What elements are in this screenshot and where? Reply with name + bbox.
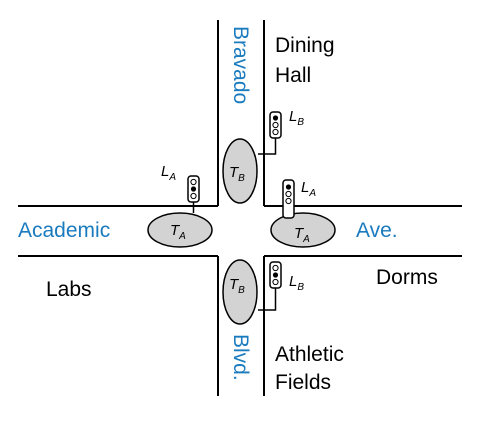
light-lamp-off: [190, 178, 197, 186]
light-pole: [258, 288, 277, 311]
light-lamp-on: [272, 272, 279, 278]
place-label-athletic: Athletic: [275, 343, 344, 366]
place-label-labs: Labs: [46, 278, 92, 301]
sensor-ellipse: [222, 138, 258, 204]
traffic-light-lb-south: LB: [258, 261, 304, 311]
traffic-light-lb-north: LB: [258, 108, 304, 155]
light-label: LA: [301, 179, 316, 199]
light-pole: [258, 138, 277, 155]
sensor-tb-north: TB: [222, 138, 258, 204]
road-edges: [18, 20, 462, 396]
sensor-label-t: TB: [229, 164, 245, 184]
sensor-label-t: TB: [229, 276, 245, 296]
sensor-ellipse: [222, 259, 258, 325]
light-label: LB: [289, 108, 304, 128]
sensor-ellipse: [270, 212, 336, 248]
place-label-hall: Hall: [275, 64, 312, 87]
sensor-label-t: TA: [294, 225, 310, 245]
light-lamp-off: [272, 278, 279, 286]
light-lamp-off: [272, 264, 279, 272]
light-label: LA: [161, 163, 176, 183]
light-lamp-off: [272, 121, 279, 129]
street-label-blvd: Blvd.: [229, 334, 252, 381]
place-label-dining: Dining: [275, 34, 335, 57]
street-label-academic: Academic: [18, 219, 111, 242]
traffic-light-la-east: LA: [282, 179, 316, 219]
light-lamp-on: [190, 186, 197, 192]
light-lamp-off: [285, 190, 292, 198]
sensor-tb-south: TB: [222, 259, 258, 325]
street-label-bravado: Bravado: [229, 26, 252, 105]
light-lamp-off: [190, 192, 197, 200]
light-lamp-off: [285, 197, 292, 205]
traffic-light-la-west: LA: [161, 163, 200, 213]
light-lamp-on: [272, 115, 279, 121]
sensor-ta-east: TA: [270, 212, 336, 248]
light-lamp-off: [272, 128, 279, 136]
sensor-ta-west: TA: [147, 212, 213, 248]
street-label-ave: Ave.: [356, 219, 398, 242]
place-label-fields: Fields: [275, 371, 332, 394]
sensor-ellipse: [147, 212, 213, 248]
light-lamp-on: [285, 184, 292, 190]
sensor-label-t: TA: [170, 222, 186, 242]
light-label: LB: [289, 273, 304, 293]
place-label-dorms: Dorms: [376, 266, 438, 289]
